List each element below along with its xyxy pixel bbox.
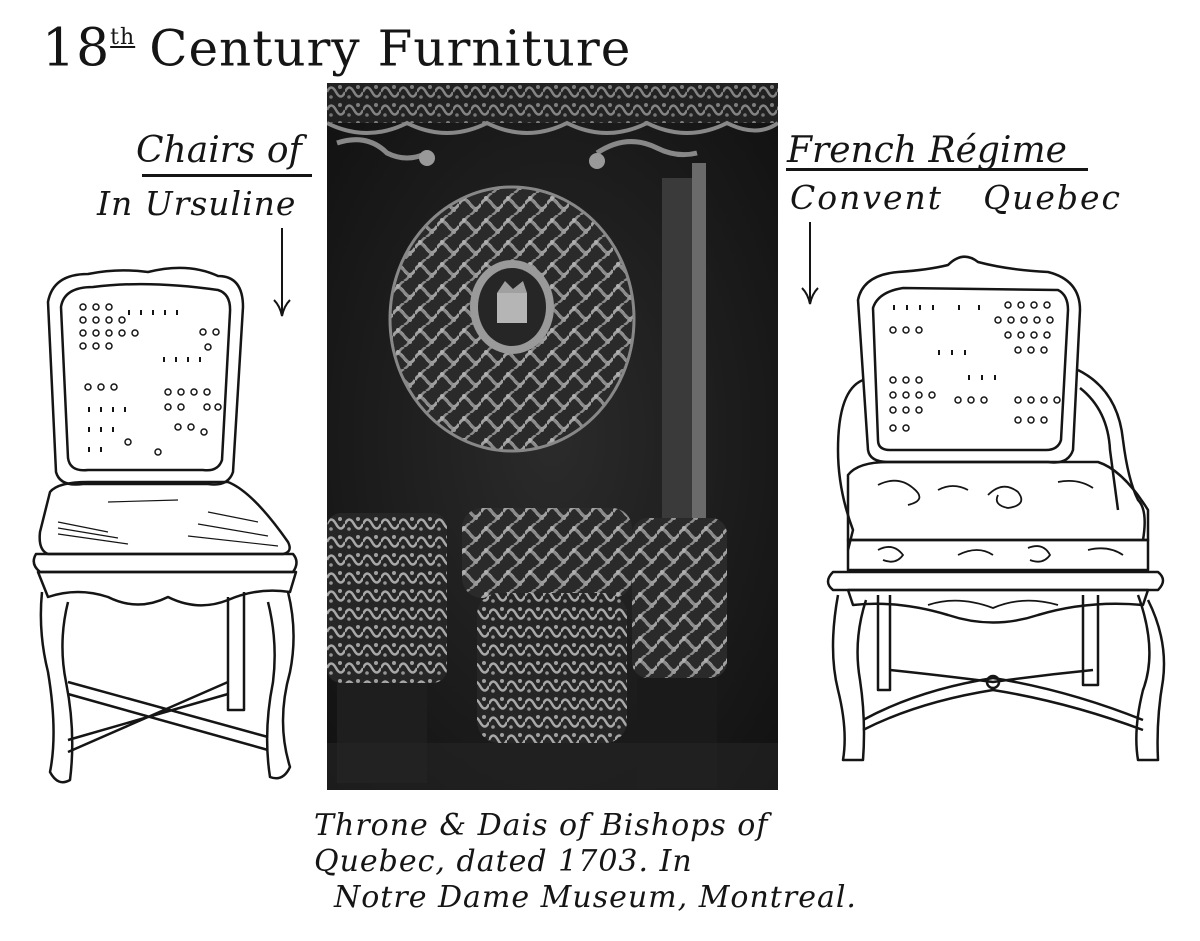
page-title: 18th Century Furniture bbox=[42, 12, 631, 79]
photo-caption: Throne & Dais of Bishops of Quebec, date… bbox=[314, 808, 857, 916]
caption-right-underline bbox=[786, 168, 1088, 171]
photo-artwork bbox=[327, 83, 778, 790]
caption-convent: Convent bbox=[790, 178, 944, 217]
photo-caption-line-3: Notre Dame Museum, Montreal. bbox=[334, 880, 857, 915]
throne-dais-photo bbox=[327, 83, 778, 790]
arrow-down-icon-left bbox=[272, 228, 292, 324]
arrow-down-icon-right bbox=[800, 222, 820, 310]
caption-chairs-of: Chairs of bbox=[136, 130, 302, 171]
armchair-illustration bbox=[826, 255, 1166, 762]
title-text: Century Furniture bbox=[149, 19, 632, 78]
caption-french-regime: French Régime bbox=[787, 130, 1067, 171]
caption-left-underline bbox=[142, 174, 312, 177]
caption-quebec: Quebec bbox=[983, 178, 1123, 217]
photo-caption-line-2: Quebec, dated 1703. In bbox=[314, 844, 693, 879]
caption-in-ursuline: In Ursuline bbox=[97, 184, 297, 223]
title-ordinal: th bbox=[110, 25, 136, 50]
side-chair-illustration bbox=[32, 266, 298, 784]
photo-caption-line-1: Throne & Dais of Bishops of bbox=[314, 808, 769, 843]
caption-convent-quebec: Convent Quebec bbox=[790, 178, 1122, 217]
title-number: 18 bbox=[42, 18, 111, 79]
